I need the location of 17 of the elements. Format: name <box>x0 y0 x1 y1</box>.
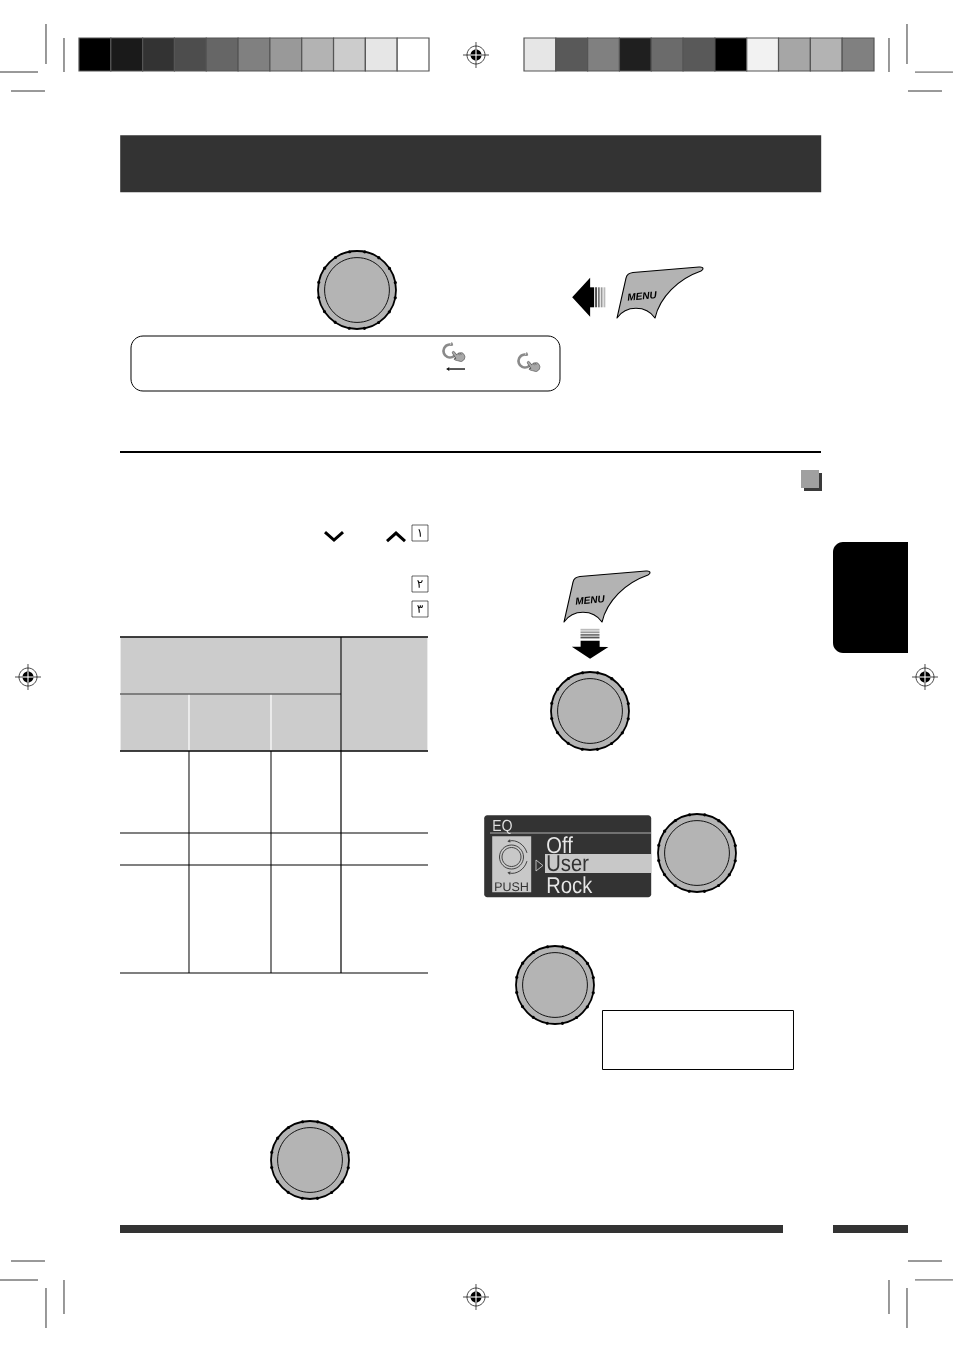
title-bar <box>120 135 822 193</box>
control-knob <box>515 945 595 1025</box>
menu-button: MENU <box>616 266 704 319</box>
side-tab <box>833 542 908 653</box>
note-box <box>602 1010 794 1070</box>
control-knob <box>657 813 737 893</box>
menu-option: Rock <box>547 876 593 894</box>
step-number: ٣ <box>411 600 429 618</box>
step-number: ٢ <box>411 575 429 593</box>
display-title: EQ <box>493 819 512 835</box>
control-knob <box>317 250 397 330</box>
menu-option: Off <box>547 836 573 854</box>
step-number: ١ <box>411 524 429 542</box>
control-knob <box>550 671 630 751</box>
selected-option: User <box>545 854 651 873</box>
control-knob <box>270 1120 350 1200</box>
menu-button: MENU <box>563 570 651 623</box>
